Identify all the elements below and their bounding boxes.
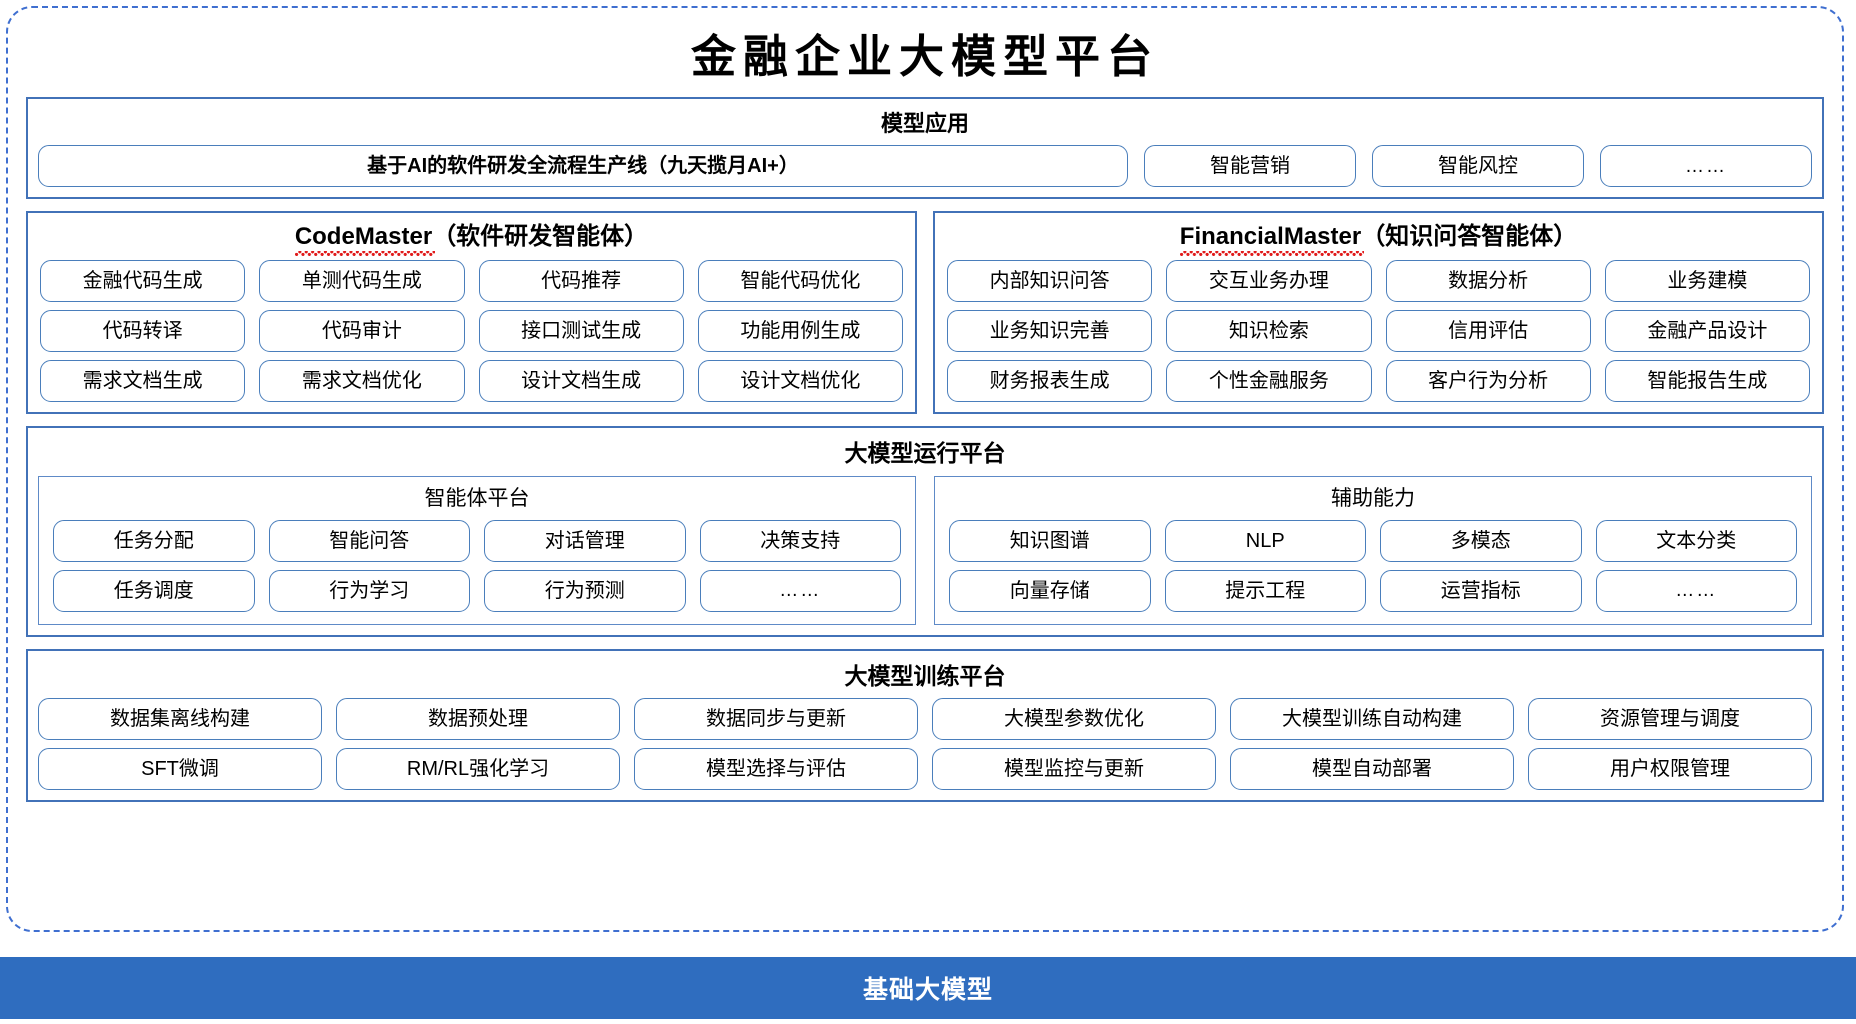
agent-item[interactable]: 智能代码优化	[697, 260, 903, 303]
app-item-smart-marketing[interactable]: 智能营销	[1144, 145, 1356, 188]
section-title-training-platform: 大模型训练平台	[844, 662, 1006, 689]
runtime-item[interactable]: 智能问答	[268, 519, 470, 562]
agent-item[interactable]: 代码推荐	[478, 260, 684, 303]
agent-item[interactable]: 财务报表生成	[947, 360, 1153, 403]
agent-item[interactable]: 金融代码生成	[40, 260, 246, 303]
agent-items-financialmaster: 内部知识问答 交互业务办理 数据分析 业务建模 业务知识完善 知识检索 信用评估…	[947, 260, 1810, 403]
app-item-ai-pipeline[interactable]: 基于AI的软件研发全流程生产线（九天揽月AI+）	[38, 145, 1128, 188]
runtime-items-support-capabilities: 知识图谱 NLP 多模态 文本分类 向量存储 提示工程 运营指标 ……	[949, 519, 1797, 612]
agent-item[interactable]: 知识检索	[1166, 310, 1372, 353]
runtime-item[interactable]: 向量存储	[949, 569, 1151, 612]
app-item-smart-risk-control[interactable]: 智能风控	[1372, 145, 1584, 188]
training-item[interactable]: 模型监控与更新	[932, 748, 1216, 791]
runtime-item[interactable]: 文本分类	[1595, 519, 1797, 562]
runtime-items-agent-platform: 任务分配 智能问答 对话管理 决策支持 任务调度 行为学习 行为预测 ……	[53, 519, 901, 612]
runtime-item[interactable]: 任务分配	[53, 519, 255, 562]
runtime-panel-support-capabilities: 辅助能力 知识图谱 NLP 多模态 文本分类 向量存储 提示工程 运营指标 ……	[934, 476, 1812, 625]
runtime-item[interactable]: 提示工程	[1164, 569, 1366, 612]
agent-name-financialmaster: FinancialMaster	[1179, 222, 1365, 257]
training-item[interactable]: SFT微调	[38, 748, 322, 791]
model-application-items: 基于AI的软件研发全流程生产线（九天揽月AI+） 智能营销 智能风控 ……	[38, 145, 1812, 188]
agent-panel-financialmaster: FinancialMaster（知识问答智能体） 内部知识问答 交互业务办理 数…	[933, 211, 1824, 415]
agent-items-codemaster: 金融代码生成 单测代码生成 代码推荐 智能代码优化 代码转译 代码审计 接口测试…	[40, 260, 903, 403]
page-title: 金融企业大模型平台	[690, 32, 1159, 82]
agent-panel-codemaster: CodeMaster（软件研发智能体） 金融代码生成 单测代码生成 代码推荐 智…	[26, 211, 917, 415]
runtime-panel-title-agent-platform: 智能体平台	[424, 487, 530, 511]
agent-item[interactable]: 代码审计	[259, 310, 465, 353]
agent-item[interactable]: 数据分析	[1385, 260, 1591, 303]
runtime-item[interactable]: 行为学习	[268, 569, 470, 612]
runtime-panel-title-support-capabilities: 辅助能力	[1331, 487, 1415, 511]
section-training-platform: 大模型训练平台 数据集离线构建 数据预处理 数据同步与更新 大模型参数优化 大模…	[26, 648, 1824, 803]
agent-title-codemaster: CodeMaster（软件研发智能体）	[40, 219, 903, 260]
runtime-item-more[interactable]: ……	[699, 569, 901, 612]
agent-item[interactable]: 接口测试生成	[478, 310, 684, 353]
agent-item[interactable]: 交互业务办理	[1166, 260, 1372, 303]
foundation-model-bar: 基础大模型	[0, 957, 1856, 1019]
agents-row: CodeMaster（软件研发智能体） 金融代码生成 单测代码生成 代码推荐 智…	[26, 211, 1824, 415]
section-runtime-platform: 大模型运行平台 智能体平台 任务分配 智能问答 对话管理 决策支持 任务调度 行…	[26, 426, 1824, 637]
agent-name-codemaster: CodeMaster	[294, 222, 436, 257]
training-item[interactable]: 数据同步与更新	[634, 698, 918, 741]
agent-item[interactable]: 业务建模	[1604, 260, 1810, 303]
app-item-more[interactable]: ……	[1600, 145, 1812, 188]
runtime-item[interactable]: 对话管理	[484, 519, 686, 562]
agent-item[interactable]: 业务知识完善	[947, 310, 1153, 353]
agent-item[interactable]: 需求文档生成	[40, 360, 246, 403]
section-model-application: 模型应用 基于AI的软件研发全流程生产线（九天揽月AI+） 智能营销 智能风控 …	[26, 96, 1824, 200]
agent-subtitle-codemaster: （软件研发智能体）	[432, 223, 649, 251]
training-item[interactable]: RM/RL强化学习	[336, 748, 620, 791]
runtime-item[interactable]: 多模态	[1380, 519, 1582, 562]
agent-title-financialmaster: FinancialMaster（知识问答智能体）	[947, 219, 1810, 260]
agent-item[interactable]: 金融产品设计	[1604, 310, 1810, 353]
section-title-model-application: 模型应用	[880, 110, 969, 136]
agent-item[interactable]: 个性金融服务	[1166, 360, 1372, 403]
agent-item[interactable]: 智能报告生成	[1604, 360, 1810, 403]
foundation-model-label: 基础大模型	[862, 976, 993, 1004]
training-item[interactable]: 资源管理与调度	[1528, 698, 1812, 741]
training-item[interactable]: 用户权限管理	[1528, 748, 1812, 791]
runtime-item[interactable]: 运营指标	[1380, 569, 1582, 612]
agent-item[interactable]: 设计文档优化	[697, 360, 903, 403]
agent-subtitle-financialmaster: （知识问答智能体）	[1361, 223, 1578, 251]
runtime-item[interactable]: 知识图谱	[949, 519, 1151, 562]
runtime-item[interactable]: 决策支持	[699, 519, 901, 562]
runtime-item[interactable]: 任务调度	[53, 569, 255, 612]
agent-item[interactable]: 内部知识问答	[947, 260, 1153, 303]
agent-item[interactable]: 功能用例生成	[697, 310, 903, 353]
training-item[interactable]: 数据集离线构建	[38, 698, 322, 741]
training-items: 数据集离线构建 数据预处理 数据同步与更新 大模型参数优化 大模型训练自动构建 …	[38, 698, 1812, 791]
runtime-item[interactable]: 行为预测	[484, 569, 686, 612]
runtime-item[interactable]: NLP	[1164, 519, 1366, 562]
agent-item[interactable]: 代码转译	[40, 310, 246, 353]
agent-item[interactable]: 客户行为分析	[1385, 360, 1591, 403]
runtime-panels: 智能体平台 任务分配 智能问答 对话管理 决策支持 任务调度 行为学习 行为预测…	[38, 476, 1812, 625]
training-item[interactable]: 模型自动部署	[1230, 748, 1514, 791]
diagram-outer-frame: 金融企业大模型平台 模型应用 基于AI的软件研发全流程生产线（九天揽月AI+） …	[6, 6, 1844, 932]
training-item[interactable]: 大模型训练自动构建	[1230, 698, 1514, 741]
training-item[interactable]: 模型选择与评估	[634, 748, 918, 791]
agent-item[interactable]: 信用评估	[1385, 310, 1591, 353]
section-title-runtime-platform: 大模型运行平台	[844, 440, 1006, 467]
runtime-item-more[interactable]: ……	[1595, 569, 1797, 612]
training-item[interactable]: 数据预处理	[336, 698, 620, 741]
runtime-panel-agent-platform: 智能体平台 任务分配 智能问答 对话管理 决策支持 任务调度 行为学习 行为预测…	[38, 476, 916, 625]
agent-item[interactable]: 单测代码生成	[259, 260, 465, 303]
training-item[interactable]: 大模型参数优化	[932, 698, 1216, 741]
agent-item[interactable]: 需求文档优化	[259, 360, 465, 403]
agent-item[interactable]: 设计文档生成	[478, 360, 684, 403]
